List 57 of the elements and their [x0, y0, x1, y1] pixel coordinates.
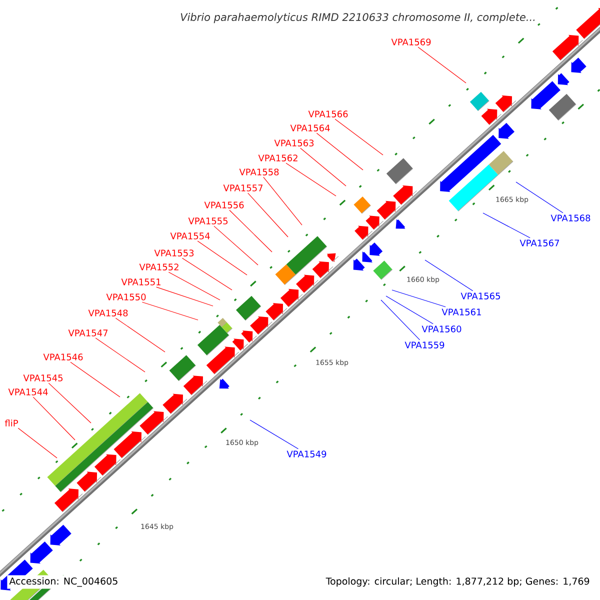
gene-label: VPA1548 [88, 310, 128, 316]
topology-text: Topology: circular; Length: 1,877,212 bp; Genes: 1,769 [324, 575, 592, 589]
title: Vibrio parahaemolyticus RIMD 2210633 chromosome II, complete... [180, 12, 535, 24]
leader-line [197, 240, 248, 276]
gene-label: VPA1564 [290, 124, 330, 132]
leader-line [334, 118, 384, 156]
leader-line [300, 148, 346, 186]
leader-line [516, 182, 564, 214]
leader-line [286, 162, 336, 196]
leader-line [168, 272, 220, 300]
gene-label: VPA1567 [520, 240, 559, 246]
leader-line [18, 428, 58, 458]
gene-label: VPA1547 [68, 330, 108, 336]
leader-line [392, 290, 446, 308]
leader-line [380, 300, 420, 340]
gene-label: VPA1566 [308, 110, 348, 118]
gene-label: VPA1565 [460, 292, 500, 300]
gene-label: VPA1555 [188, 218, 228, 224]
leader-line [32, 396, 76, 440]
leader-line [115, 318, 166, 352]
gene-label: fliP [4, 420, 18, 426]
leader-line [182, 258, 232, 290]
leader-line [316, 132, 364, 170]
gene-label: VPA1551 [121, 278, 160, 286]
gene-label: VPA1545 [23, 374, 63, 382]
leader-line [386, 296, 434, 324]
leader-line [424, 260, 474, 292]
gene-label: VPA1554 [170, 232, 210, 240]
gene-label: VPA1546 [43, 354, 83, 360]
gene-label: VPA1552 [139, 264, 178, 270]
leader-line [142, 302, 198, 320]
leader-line [229, 210, 272, 252]
accession-text: Accession: NC_004605 [7, 575, 120, 589]
gene-label: VPA1544 [8, 388, 48, 396]
gene-label: VPA1556 [204, 202, 244, 208]
gene-label: VPA1563 [274, 140, 314, 146]
gene-label: VPA1559 [404, 342, 444, 348]
leader-line [482, 212, 530, 238]
leader-line [156, 286, 214, 306]
leader-line [48, 382, 92, 424]
leader-line [95, 338, 146, 372]
leader-line [248, 192, 288, 238]
gene-label: VPA1568 [550, 214, 590, 222]
gene-label: VPA1557 [223, 184, 263, 192]
gene-label: VPA1553 [154, 250, 194, 256]
gene-label: VPA1560 [422, 326, 462, 332]
leader-line [250, 420, 299, 450]
gene-label: VPA1549 [286, 450, 326, 458]
leader-line [263, 176, 302, 226]
leader-line [70, 362, 120, 398]
gene-label: VPA1561 [442, 308, 481, 316]
leader-line [418, 46, 466, 84]
gene-label: VPA1562 [258, 154, 298, 162]
gene-label: VPA1550 [106, 294, 146, 300]
leader-line [214, 226, 258, 266]
gene-label: VPA1558 [239, 168, 279, 176]
gene-label: VPA1569 [391, 38, 431, 46]
